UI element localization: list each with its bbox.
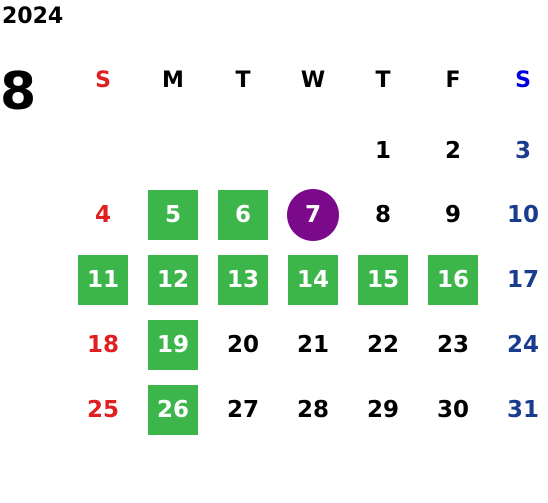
day-cell-17[interactable]: 17 — [506, 267, 539, 293]
day-cell-30[interactable]: 30 — [436, 397, 469, 423]
day-cell-28[interactable]: 28 — [296, 397, 329, 423]
day-cell-1[interactable]: 1 — [374, 138, 391, 164]
day-cell-2[interactable]: 2 — [444, 138, 461, 164]
day-cell-10[interactable]: 10 — [506, 202, 539, 228]
weekday-fri: F — [445, 68, 461, 93]
day-cell-18[interactable]: 18 — [86, 332, 119, 358]
day-cell-21[interactable]: 21 — [296, 332, 329, 358]
day-cell-15[interactable]: 15 — [358, 255, 408, 305]
day-cell-14[interactable]: 14 — [288, 255, 338, 305]
day-cell-4[interactable]: 4 — [94, 202, 111, 228]
calendar-month: 8 — [0, 62, 37, 122]
day-cell-12[interactable]: 12 — [148, 255, 198, 305]
day-cell-24[interactable]: 24 — [506, 332, 539, 358]
day-cell-9[interactable]: 9 — [444, 202, 461, 228]
weekday-tue: T — [235, 68, 251, 93]
day-cell-7[interactable]: 7 — [287, 189, 339, 241]
day-cell-3[interactable]: 3 — [514, 138, 531, 164]
day-cell-5[interactable]: 5 — [148, 190, 198, 240]
weekday-thu: T — [375, 68, 391, 93]
calendar-year: 2024 — [2, 4, 64, 29]
day-cell-27[interactable]: 27 — [226, 397, 259, 423]
weekday-sun: S — [95, 68, 111, 93]
day-cell-22[interactable]: 22 — [366, 332, 399, 358]
day-cell-19[interactable]: 19 — [148, 320, 198, 370]
day-cell-29[interactable]: 29 — [366, 397, 399, 423]
day-cell-20[interactable]: 20 — [226, 332, 259, 358]
day-cell-23[interactable]: 23 — [436, 332, 469, 358]
weekday-mon: M — [162, 68, 184, 93]
day-cell-31[interactable]: 31 — [506, 397, 539, 423]
day-cell-8[interactable]: 8 — [374, 202, 391, 228]
day-cell-26[interactable]: 26 — [148, 385, 198, 435]
day-cell-16[interactable]: 16 — [428, 255, 478, 305]
weekday-sat: S — [515, 68, 531, 93]
weekday-wed: W — [300, 68, 326, 93]
day-cell-13[interactable]: 13 — [218, 255, 268, 305]
day-cell-25[interactable]: 25 — [86, 397, 119, 423]
day-cell-11[interactable]: 11 — [78, 255, 128, 305]
day-cell-6[interactable]: 6 — [218, 190, 268, 240]
